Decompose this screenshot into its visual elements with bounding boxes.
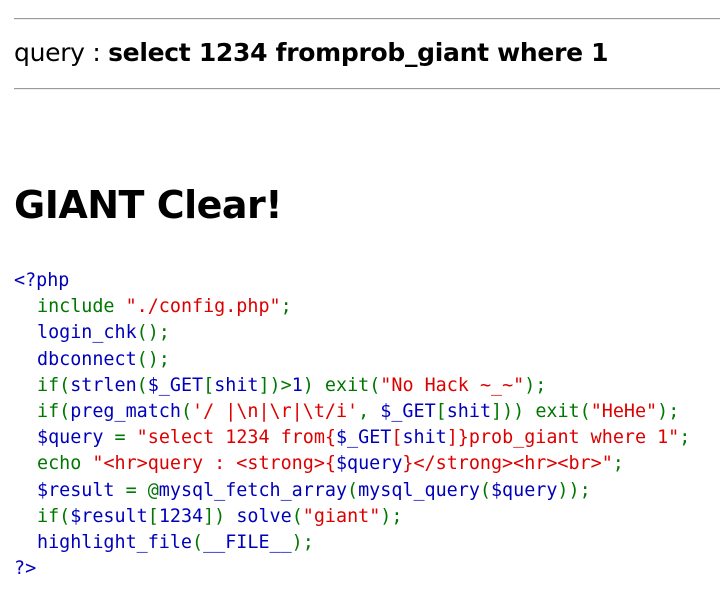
code-token: "select 1234 from{ bbox=[136, 427, 336, 449]
code-token: ); bbox=[291, 531, 314, 553]
code-token: ( bbox=[347, 479, 359, 501]
code-line: $result = @mysql_fetch_array(mysql_query… bbox=[14, 478, 690, 504]
code-token: mysql_fetch_array bbox=[158, 479, 348, 501]
code-token: "<hr>query : <strong>{ bbox=[92, 453, 336, 475]
code-token: $result bbox=[37, 479, 126, 501]
code-token: , bbox=[358, 400, 381, 422]
code-token: ]}prob_giant where 1" bbox=[446, 427, 680, 449]
query-value: select 1234 fromprob_giant where 1 bbox=[108, 38, 609, 67]
code-token: login_chk bbox=[37, 322, 137, 344]
code-line: <?php bbox=[14, 268, 690, 294]
code-token: __FILE__ bbox=[203, 531, 292, 553]
code-token: if( bbox=[37, 505, 71, 527]
code-token: <?php bbox=[14, 270, 70, 291]
top-divider bbox=[14, 18, 720, 20]
code-token: ?> bbox=[14, 558, 37, 580]
code-line: $query = "select 1234 from{$_GET[shit]}p… bbox=[14, 425, 690, 451]
code-token: ])) exit( bbox=[491, 400, 591, 422]
code-token: 1 bbox=[291, 374, 303, 396]
code-token: ( bbox=[136, 374, 148, 396]
code-line: dbconnect(); bbox=[14, 347, 690, 373]
code-token: $query bbox=[490, 479, 558, 501]
code-token: ; bbox=[679, 427, 691, 449]
code-token: if( bbox=[37, 374, 71, 396]
query-output-line: query : select 1234 fromprob_giant where… bbox=[14, 38, 609, 67]
code-token: "./config.php" bbox=[125, 296, 281, 318]
code-line: if($result[1234]) solve("giant"); bbox=[14, 504, 690, 530]
query-label: query : bbox=[14, 38, 109, 67]
code-token: echo bbox=[37, 453, 93, 475]
code-token: $query bbox=[335, 453, 403, 475]
code-token: '/ |\n|\r|\t/i' bbox=[192, 400, 359, 422]
code-token: 1234 bbox=[158, 505, 204, 527]
code-token: dbconnect bbox=[37, 348, 137, 370]
code-token: ) exit( bbox=[302, 374, 381, 396]
code-token: )); bbox=[557, 479, 591, 501]
code-token: shit bbox=[402, 427, 447, 449]
code-token: $query bbox=[37, 427, 115, 449]
code-token: $_GET bbox=[380, 400, 436, 422]
code-token: solve bbox=[236, 505, 292, 527]
code-line: ?> bbox=[14, 556, 690, 582]
code-token: ); bbox=[657, 400, 680, 422]
clear-heading: GIANT Clear! bbox=[14, 183, 283, 227]
code-token: include bbox=[37, 296, 126, 318]
code-token: mysql_query bbox=[358, 479, 480, 501]
bottom-divider bbox=[14, 88, 720, 90]
code-token: ; bbox=[280, 296, 292, 318]
code-token: if( bbox=[37, 400, 71, 422]
code-token: shit bbox=[214, 374, 259, 396]
code-line: highlight_file(__FILE__); bbox=[14, 530, 690, 556]
code-token: (); bbox=[136, 348, 170, 370]
code-token: ( bbox=[192, 531, 204, 553]
code-token: [ bbox=[391, 427, 403, 449]
code-token: }</strong><hr><br>" bbox=[402, 453, 613, 475]
code-token: ( bbox=[180, 400, 193, 422]
code-token: = @ bbox=[125, 479, 159, 501]
code-token: "No Hack ~_~" bbox=[380, 374, 525, 396]
code-token: ); bbox=[524, 374, 547, 396]
code-token: preg_match bbox=[70, 400, 181, 422]
code-token: ( bbox=[291, 505, 303, 527]
code-token: ; bbox=[612, 453, 624, 475]
code-token: "HeHe" bbox=[590, 400, 658, 422]
code-line: if(preg_match('/ |\n|\r|\t/i', $_GET[shi… bbox=[14, 399, 690, 425]
code-token: (); bbox=[136, 322, 170, 344]
code-token: $_GET bbox=[147, 374, 204, 396]
code-token: [ bbox=[203, 374, 215, 396]
code-token: $_GET bbox=[335, 427, 392, 449]
code-token: highlight_file bbox=[37, 531, 193, 553]
code-token: ( bbox=[479, 479, 491, 501]
code-line: include "./config.php"; bbox=[14, 294, 690, 320]
code-token: [ bbox=[435, 400, 447, 422]
code-line: login_chk(); bbox=[14, 320, 690, 346]
code-token: ); bbox=[380, 505, 403, 527]
code-line: echo "<hr>query : <strong>{$query}</stro… bbox=[14, 451, 690, 477]
code-token: ])> bbox=[258, 374, 292, 396]
code-token: shit bbox=[446, 400, 492, 422]
code-token: strlen bbox=[70, 374, 137, 396]
code-token: $result bbox=[70, 505, 148, 527]
code-token: = bbox=[114, 427, 137, 449]
code-token: "giant" bbox=[302, 505, 381, 527]
code-token: [ bbox=[147, 505, 159, 527]
code-line: if(strlen($_GET[shit])>1) exit("No Hack … bbox=[14, 373, 690, 399]
code-token: ]) bbox=[203, 505, 237, 527]
